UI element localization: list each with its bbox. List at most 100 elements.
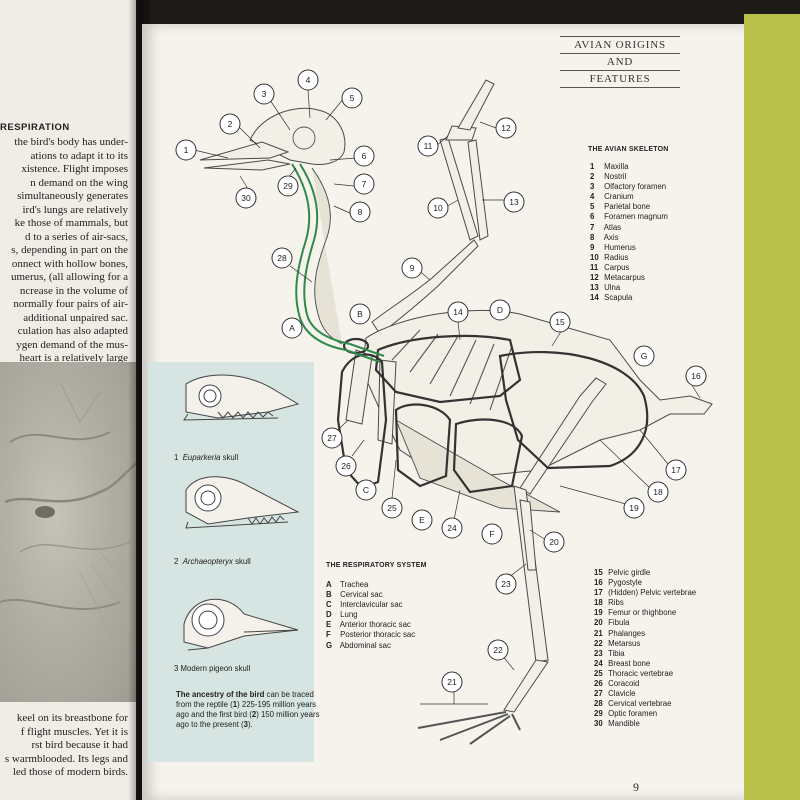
legend-item-number: 27 <box>594 689 603 699</box>
legend-item: 17 (Hidden) Pelvic vertebrae <box>594 588 696 598</box>
legend-item: 28 Cervical vertebrae <box>594 699 696 709</box>
callout-circle <box>427 197 449 219</box>
rib-lines <box>391 329 513 411</box>
callout-label: 12 <box>501 123 511 133</box>
legend-item: 1 Maxilla <box>590 162 668 172</box>
legend-item-number: D <box>326 610 332 620</box>
legend-item-number: 15 <box>594 568 603 577</box>
legend-item-label: Carpus <box>602 262 630 272</box>
callout-circle <box>487 639 509 661</box>
legend-item-number: 7 <box>590 222 595 232</box>
left-page: RESPIRATION the bird's body has under-at… <box>0 0 136 800</box>
legend-item: G Abdominal sac <box>326 641 415 651</box>
callout-label: 11 <box>424 141 433 151</box>
legend-item-label: Cranium <box>602 192 634 202</box>
body-text-line: simultaneously generates <box>17 190 128 202</box>
legend-item: 19 Femur or thighbone <box>594 608 696 618</box>
callout-circle <box>341 87 363 109</box>
legend-item-label: Lung <box>338 610 358 620</box>
legend-item-number: E <box>326 620 332 630</box>
callout-circle <box>355 479 377 501</box>
callout-label: 9 <box>410 263 415 273</box>
leader-lines <box>193 89 701 705</box>
legend-item-label: Nostril <box>602 172 627 182</box>
book-cover-edge <box>744 14 800 800</box>
legend-item-number: C <box>326 600 332 610</box>
callout-circle <box>253 83 275 105</box>
skull-evolution-panel <box>148 362 314 762</box>
body-text-line: onnect with hollow bones, <box>11 257 128 270</box>
ancestry-caption: The ancestry of the bird can be traced f… <box>176 690 320 729</box>
legend-item-label: Olfactory foramen <box>602 182 667 192</box>
legend-item-label: Scapula <box>602 293 633 303</box>
legend-item-label: Humerus <box>602 242 636 252</box>
legend-item: 27 Clavicle <box>594 689 696 699</box>
callout-circle <box>175 139 197 161</box>
callout-label: 13 <box>509 197 519 207</box>
legend-item: A Trachea <box>326 580 415 590</box>
legend-item-number: 28 <box>594 699 603 709</box>
callout-circle <box>281 317 303 339</box>
callout-label: 22 <box>493 645 503 655</box>
callout-circle <box>447 301 469 323</box>
legend-item-label: Pelvic girdle <box>606 568 651 577</box>
chapter-title-box: AVIAN ORIGINS AND FEATURES <box>560 36 680 88</box>
callout-circle <box>633 345 655 367</box>
skull-caption-3: 3 Modern pigeon skull <box>174 664 251 673</box>
legend-item-number: 5 <box>590 202 595 212</box>
legend-item-number: 24 <box>594 658 603 668</box>
callout-markers: 1234567891011121314151617181920212223242… <box>175 69 707 693</box>
callout-circle <box>481 523 503 545</box>
legend-item: E Anterior thoracic sac <box>326 620 415 630</box>
callout-label: 28 <box>277 253 287 263</box>
callout-circle <box>401 257 423 279</box>
callout-label: 2 <box>228 119 233 129</box>
legend-item-number: G <box>326 640 333 650</box>
callout-circle <box>353 173 375 195</box>
fibula-bone <box>519 499 537 571</box>
callout-label: 1 <box>184 145 189 155</box>
body-text-line: keel on its breastbone for <box>16 712 128 724</box>
skeleton-legend-title: THE AVIAN SKELETON <box>588 146 669 153</box>
body-text-line: additional unpaired sac. <box>23 311 128 324</box>
trachea-line-2 <box>299 163 385 357</box>
callout-label: E <box>419 515 425 525</box>
callout-label: C <box>363 485 369 495</box>
upper-beak <box>199 141 290 161</box>
legend-item: D Lung <box>326 610 415 620</box>
legend-item: 2 Nostril <box>590 172 668 182</box>
callout-circle <box>297 69 319 91</box>
callout-label: 8 <box>358 207 363 217</box>
skull-caption-2: 2 Archaeopteryx skull <box>174 557 251 566</box>
toe-bones <box>417 711 521 745</box>
callout-circle <box>441 671 463 693</box>
callout-circle <box>543 531 565 553</box>
callout-circle <box>349 303 371 325</box>
callout-circle <box>623 497 645 519</box>
femur-bone <box>519 377 607 495</box>
legend-item-label: Phalanges <box>606 628 646 638</box>
legend-item-label: Trachea <box>338 580 369 589</box>
body-text-line: f flight muscles. Yet it is <box>20 725 128 738</box>
callout-label: 16 <box>691 371 701 381</box>
callout-circle <box>685 365 707 387</box>
legend-item-label: Posterior thoracic sac <box>338 630 416 640</box>
chapter-title-line-3: FEATURES <box>589 73 651 85</box>
air-sac-outlines <box>336 334 649 494</box>
legend-item-label: Foramen magnum <box>602 212 668 222</box>
chapter-title-line-1: AVIAN ORIGINS <box>574 39 666 51</box>
legend-item-number: 3 <box>590 182 595 192</box>
legend-item-number: 11 <box>590 262 599 272</box>
callout-circle <box>349 201 371 223</box>
callout-circle <box>219 113 241 135</box>
legend-item-label: Breast bone <box>606 658 651 668</box>
legend-item: 4 Cranium <box>590 192 668 202</box>
legend-item-number: 1 <box>590 162 595 171</box>
callout-label: 21 <box>447 677 457 687</box>
callout-circle <box>549 311 571 333</box>
legend-item-label: Clavicle <box>606 689 636 699</box>
ulna-bone <box>467 139 489 241</box>
body-text-line: umerus, (all allowing for a <box>11 271 128 283</box>
legend-item-number: 9 <box>590 242 595 252</box>
